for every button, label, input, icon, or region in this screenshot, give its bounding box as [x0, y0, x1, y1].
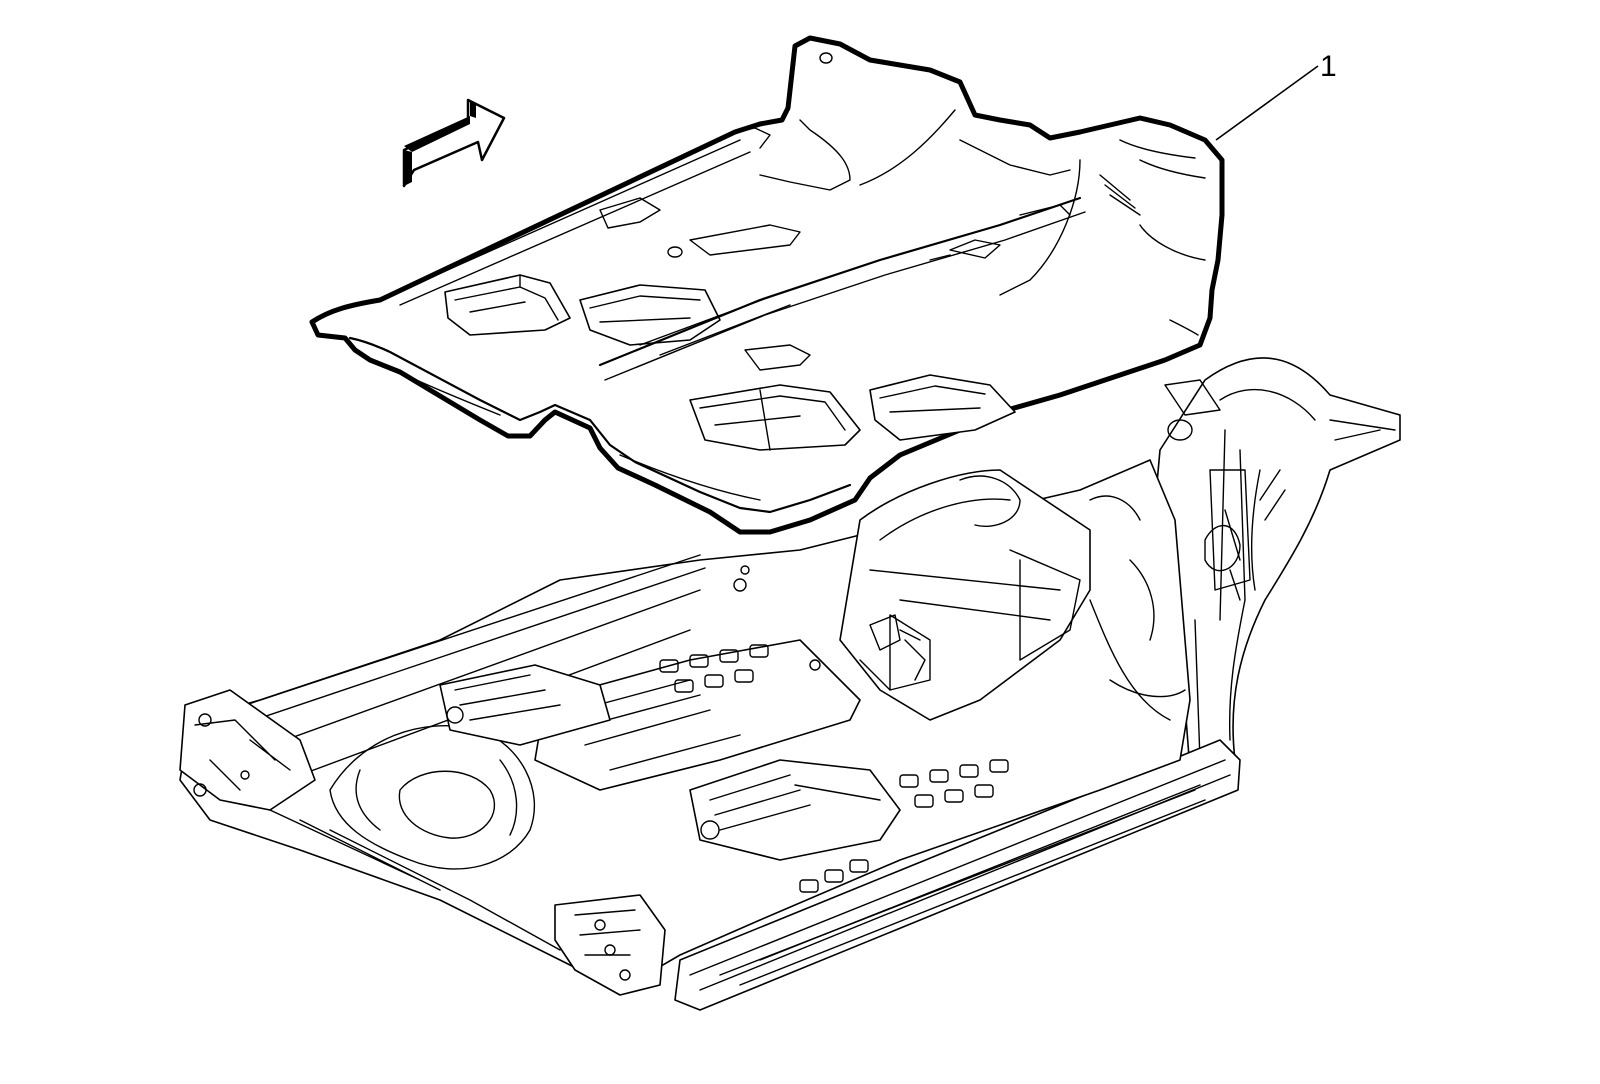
vehicle-floor-pan-structure: [179, 357, 1401, 1011]
floor-carpet-part: [309, 35, 1225, 535]
callout-leader-line: [1215, 65, 1319, 141]
forward-direction-arrow-icon: [402, 98, 506, 188]
floor-pan-stamping-holes: [659, 644, 1009, 893]
callout-1: 1: [1215, 50, 1337, 141]
callout-label: 1: [1320, 50, 1337, 83]
